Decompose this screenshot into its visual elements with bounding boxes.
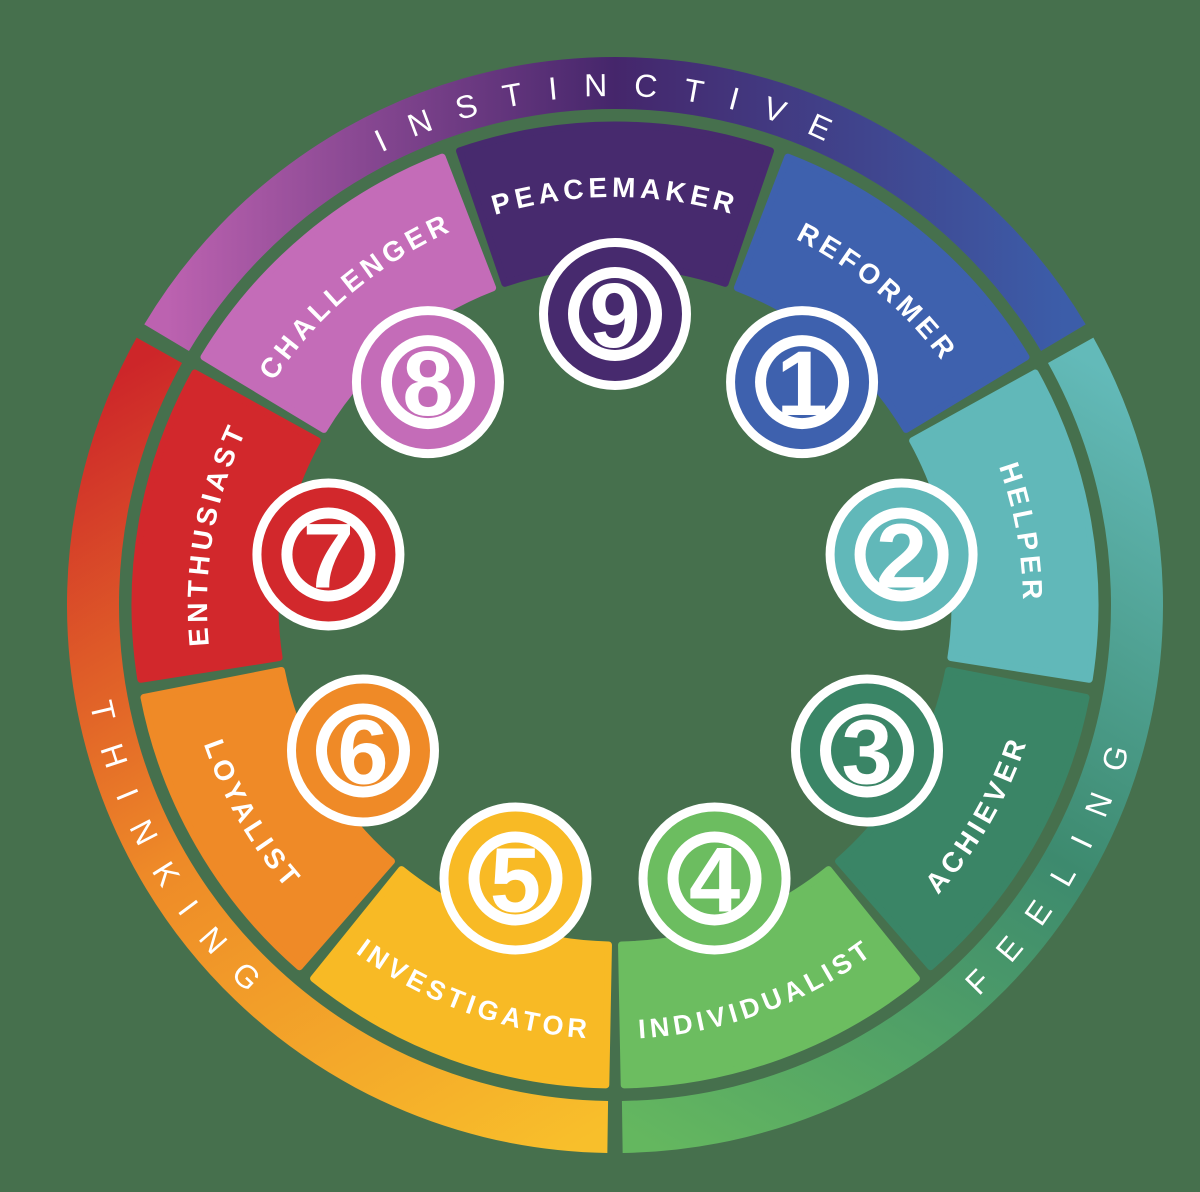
ring-arc-feeling — [621, 337, 1163, 1153]
type-badge-4[interactable]: 4 — [638, 802, 791, 955]
type-badge-1[interactable]: 1 — [726, 306, 879, 459]
type-number-9: 9 — [589, 265, 640, 367]
badge-inner-circle — [766, 346, 839, 419]
type-number-4: 4 — [689, 829, 740, 931]
type-badge-8[interactable]: 8 — [351, 306, 504, 459]
badge-inner-circle — [391, 346, 464, 419]
badge-inner-circle — [865, 518, 938, 591]
type-badge-3[interactable]: 3 — [791, 674, 944, 827]
badge-inner-circle — [479, 842, 552, 915]
type-badge-5[interactable]: 5 — [439, 802, 592, 955]
type-number-2: 2 — [876, 505, 927, 607]
ring-arc-instinctive — [144, 57, 1086, 352]
type-number-8: 8 — [402, 333, 453, 435]
type-number-7: 7 — [303, 505, 354, 607]
type-badge-7[interactable]: 7 — [252, 478, 405, 631]
ring-arc-thinking — [67, 337, 609, 1153]
type-badge-9[interactable]: 9 — [539, 238, 691, 390]
badge-inner-circle — [831, 714, 904, 787]
badge-inner-circle — [678, 842, 751, 915]
type-number-1: 1 — [776, 333, 827, 435]
type-number-6: 6 — [337, 702, 388, 804]
type-badge-6[interactable]: 6 — [286, 674, 439, 827]
badge-inner-circle — [579, 278, 651, 350]
badge-inner-circle — [292, 518, 365, 591]
type-badge-2[interactable]: 2 — [825, 478, 978, 631]
badge-inner-circle — [326, 714, 399, 787]
type-number-5: 5 — [490, 829, 541, 931]
type-number-3: 3 — [841, 702, 892, 804]
